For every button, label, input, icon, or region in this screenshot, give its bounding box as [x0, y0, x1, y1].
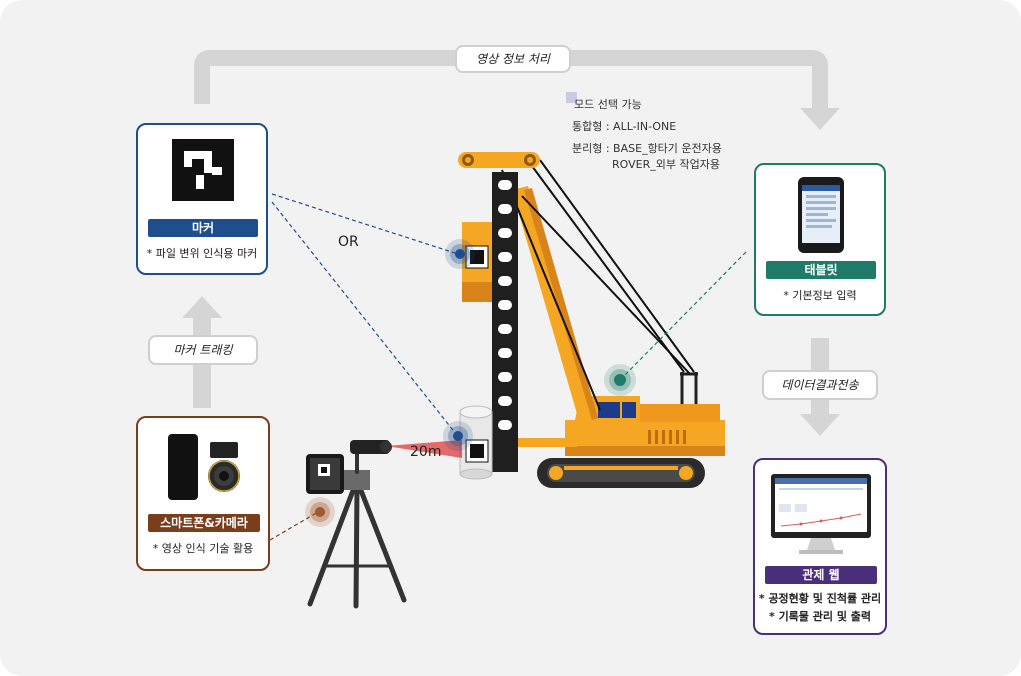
marker-to-hammer-dash: [271, 193, 459, 255]
device-desc: * 영상 인식 기술 활용: [152, 542, 254, 555]
tablet-card: 태블릿 * 기본정보 입력: [754, 163, 886, 316]
or-label: OR: [338, 234, 359, 250]
device-card: 스마트폰&카메라 * 영상 인식 기술 활용: [136, 416, 270, 571]
laser-beam: [386, 440, 462, 458]
crawler-track: [537, 458, 705, 488]
pile-leader: [492, 172, 518, 472]
marker-qr-icon: [172, 139, 234, 201]
tablet-badge: 태블릿: [766, 261, 876, 279]
tablet-to-crane-dash: [621, 251, 747, 379]
mode-note-separate-rover: ROVER_외부 작업자용: [612, 158, 720, 171]
tablet-desc: * 기본정보 입력: [783, 289, 857, 302]
tripod: [307, 450, 407, 609]
marker-badge: 마커: [148, 219, 258, 237]
leader-holes: [498, 180, 512, 430]
marker-card: 마커 * 파일 변위 인식용 마커: [136, 123, 268, 275]
flow-label-top: 영상 정보 처리: [455, 45, 571, 73]
camera-icon: [208, 442, 240, 492]
monitor-icon: [771, 474, 871, 554]
web-card: 관제 웹 * 공정현황 및 진척률 관리 * 기록물 관리 및 출력: [753, 458, 887, 635]
crane-body: [505, 396, 725, 456]
marker-to-pile-dash: [271, 201, 457, 435]
top-beam: [458, 152, 540, 168]
right-flow-arrowhead: [800, 414, 840, 436]
flow-label-left: 마커 트래킹: [148, 335, 258, 365]
web-desc-1: * 공정현황 및 진척률 관리: [758, 592, 882, 605]
marker-desc: * 파일 변위 인식용 마커: [146, 247, 258, 260]
signal-dots: [305, 239, 636, 527]
flow-label-right: 데이터결과전송: [762, 370, 878, 400]
web-badge: 관제 웹: [765, 566, 877, 584]
device-badge: 스마트폰&카메라: [148, 514, 260, 532]
web-desc-2: * 기록물 관리 및 출력: [768, 610, 872, 623]
hammer: [462, 222, 492, 302]
mode-note-title: 모드 선택 가능: [574, 98, 642, 111]
laser-device: [350, 440, 392, 454]
tripod-phone: [306, 454, 344, 494]
left-flow-arrowhead: [182, 296, 222, 318]
crane-cables: [501, 159, 695, 411]
mode-note-square-icon: [566, 92, 577, 103]
mode-note-integrated: 통합형 : ALL-IN-ONE: [572, 120, 677, 133]
pile: [459, 405, 493, 480]
tablet-icon: [798, 177, 844, 253]
distance-label: 20m: [410, 444, 442, 460]
rear-mast: [680, 372, 698, 404]
mode-note-separate-base: 분리형 : BASE_항타기 운전자용: [572, 142, 722, 155]
smartphone-icon: [168, 434, 198, 500]
device-to-tripod-dash: [269, 511, 319, 541]
top-flow-arrowhead: [800, 108, 840, 130]
